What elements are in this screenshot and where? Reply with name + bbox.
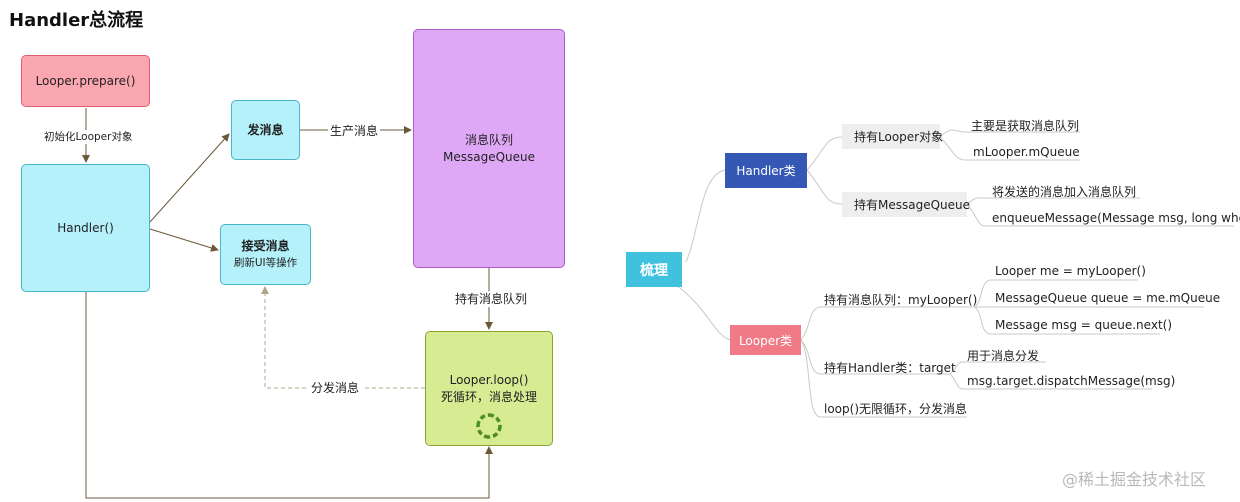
receive-message-box: 接受消息 刷新UI等操作 — [220, 224, 311, 285]
receive-message-subtitle: 刷新UI等操作 — [233, 256, 298, 269]
message-queue-label-cn: 消息队列 — [464, 132, 513, 147]
looper-loop-desc: 死循环，消息处理 — [440, 390, 537, 404]
arrow-handler-to-receive — [149, 228, 219, 252]
leaf-add-to-queue: 将发送的消息加入消息队列 — [992, 185, 1137, 199]
leaf-dispatch-message: msg.target.dispatchMessage(msg) — [967, 374, 1176, 388]
mindmap-looper-label: Looper类 — [738, 333, 793, 348]
mindmap-handler-label: Handler类 — [736, 164, 796, 178]
handler-label: Handler() — [57, 220, 114, 235]
leaf-messagequeue-queue: MessageQueue queue = me.mQueue — [995, 291, 1221, 305]
mindmap-root-node: 梳理 — [626, 252, 682, 287]
hold-queue-label: 持有消息队列 — [453, 291, 530, 307]
looper-prepare-label: Looper.prepare() — [35, 73, 136, 88]
watermark: @稀土掘金技术社区 — [1062, 470, 1207, 489]
branch-loop-infinite: loop()无限循环，分发消息 — [824, 402, 967, 416]
produce-message-label: 生产消息 — [328, 124, 381, 138]
looper-loop-label: Looper.loop() — [449, 373, 529, 387]
mindmap-looper-node: Looper类 — [730, 325, 801, 355]
arrow-handler-to-send — [149, 133, 230, 223]
send-message-label: 发消息 — [247, 122, 284, 137]
branch-hold-queue-mylooper: 持有消息队列：myLooper() — [824, 293, 978, 307]
branch-hold-looper: 持有Looper对象 — [842, 124, 943, 149]
send-message-box: 发消息 — [231, 100, 300, 160]
refresh-cycle-icon — [476, 413, 502, 439]
arrow-loop-to-receive — [261, 286, 425, 389]
dispatch-message-label: 分发消息 — [308, 381, 363, 395]
message-queue-box: 消息队列 MessageQueue — [413, 29, 565, 268]
leaf-mlooper-mqueue: mLooper.mQueue — [973, 145, 1080, 159]
mindmap-handler-node: Handler类 — [725, 153, 807, 188]
receive-message-title: 接受消息 — [241, 238, 290, 253]
leaf-dispatch-purpose: 用于消息分发 — [967, 349, 1040, 363]
leaf-get-queue: 主要是获取消息队列 — [971, 119, 1080, 133]
leaf-message-msg: Message msg = queue.next() — [995, 318, 1173, 332]
message-queue-label-en: MessageQueue — [442, 149, 535, 164]
looper-prepare-box: Looper.prepare() — [21, 55, 150, 107]
leaf-enqueue-message: enqueueMessage(Message msg, long when) — [992, 211, 1240, 225]
init-looper-label: 初始化Looper对象 — [44, 130, 133, 144]
handler-box: Handler() — [21, 164, 150, 292]
arrow-handler-to-loop — [85, 292, 493, 499]
looper-loop-box: Looper.loop() 死循环，消息处理 — [425, 331, 553, 446]
branch-hold-handler-target: 持有Handler类：target — [824, 361, 956, 375]
mindmap-root-label: 梳理 — [640, 262, 668, 279]
branch-hold-messagequeue: 持有MessageQueue — [842, 192, 970, 217]
page-title: Handler总流程 — [9, 10, 144, 31]
leaf-looper-me: Looper me = myLooper() — [995, 264, 1146, 278]
